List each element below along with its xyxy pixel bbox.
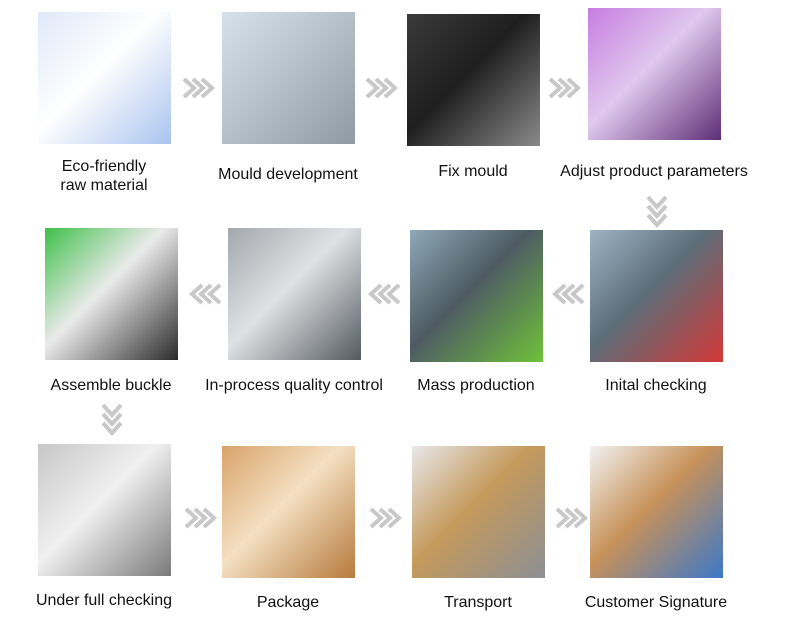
- chevron-down-arrow-icon: [101, 403, 123, 436]
- step-photo: [412, 446, 545, 578]
- chevron-right-arrow-icon: [365, 77, 398, 99]
- chevron: [383, 77, 398, 99]
- step-label: Assemble buckle: [50, 377, 172, 394]
- chevron-left-arrow-icon: [189, 283, 222, 305]
- chevron: [570, 283, 585, 305]
- chevron: [564, 507, 579, 529]
- chevron: [369, 507, 384, 529]
- chevron: [561, 283, 576, 305]
- chevron: [557, 77, 572, 99]
- step-label: Mould development: [218, 166, 358, 183]
- chevron: [191, 77, 206, 99]
- step-photo: [45, 228, 178, 360]
- step-photo: [228, 228, 361, 360]
- step-photo: [38, 12, 171, 144]
- step-label: Adjust product parameters: [560, 163, 748, 180]
- chevron: [548, 77, 563, 99]
- chevron: [202, 507, 217, 529]
- chevron-left-arrow-icon: [368, 283, 401, 305]
- step-photo: [588, 8, 721, 140]
- chevron-right-arrow-icon: [555, 507, 588, 529]
- chevron-down-arrow-icon: [646, 195, 668, 228]
- chevron: [377, 283, 392, 305]
- chevron: [182, 77, 197, 99]
- chevron: [566, 77, 581, 99]
- step-label: Inital checking: [605, 377, 707, 394]
- chevron: [101, 403, 123, 418]
- chevron: [646, 204, 668, 219]
- chevron: [374, 77, 389, 99]
- chevron-right-arrow-icon: [184, 507, 217, 529]
- step-photo: [410, 230, 543, 362]
- chevron: [200, 77, 215, 99]
- chevron: [573, 507, 588, 529]
- chevron-right-arrow-icon: [369, 507, 402, 529]
- chevron: [378, 507, 393, 529]
- chevron: [646, 213, 668, 228]
- chevron: [387, 507, 402, 529]
- chevron: [207, 283, 222, 305]
- step-photo: [590, 230, 723, 362]
- step-label: Fix mould: [438, 163, 508, 180]
- step-label: Mass production: [417, 377, 535, 394]
- chevron: [365, 77, 380, 99]
- chevron: [101, 412, 123, 427]
- step-label: In-process quality control: [205, 377, 383, 394]
- chevron: [552, 283, 567, 305]
- step-label: Eco-friendly raw material: [60, 158, 148, 194]
- chevron: [368, 283, 383, 305]
- chevron-right-arrow-icon: [548, 77, 581, 99]
- chevron-left-arrow-icon: [552, 283, 585, 305]
- step-label: Package: [256, 594, 320, 611]
- step-photo: [222, 12, 355, 144]
- chevron: [555, 507, 570, 529]
- chevron: [386, 283, 401, 305]
- chevron: [184, 507, 199, 529]
- step-label: Transport: [444, 594, 512, 611]
- step-label: Under full checking: [35, 592, 173, 609]
- chevron: [101, 421, 123, 436]
- chevron: [193, 507, 208, 529]
- step-photo: [222, 446, 355, 578]
- chevron: [198, 283, 213, 305]
- step-photo: [590, 446, 723, 578]
- chevron-right-arrow-icon: [182, 77, 215, 99]
- step-photo: [38, 444, 171, 576]
- step-label: Customer Signature: [584, 594, 728, 611]
- step-photo: [407, 14, 540, 146]
- chevron: [646, 195, 668, 210]
- chevron: [189, 283, 204, 305]
